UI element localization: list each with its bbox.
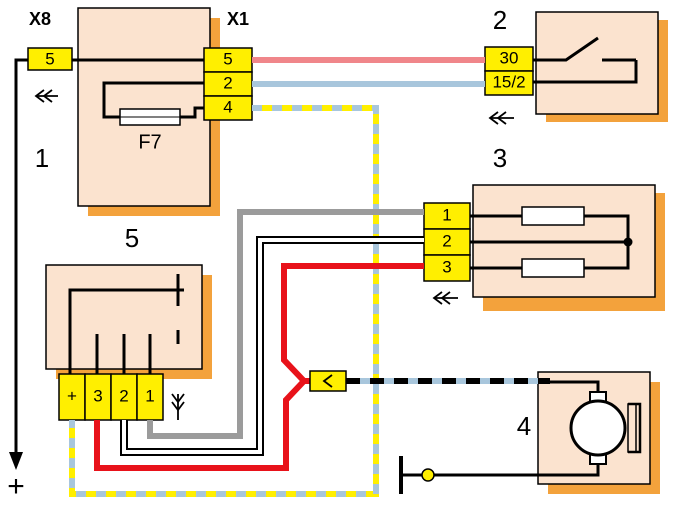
connector-resistor-pin <box>423 202 471 230</box>
resistor-unit: 3 <box>470 143 665 311</box>
connector-x1-pin <box>203 95 253 121</box>
mount-block-internal-wire <box>102 81 206 119</box>
connector-x1: X1 5 2 4 <box>203 9 253 121</box>
connector-fan-switch-pin-label: 2 <box>119 386 128 405</box>
connector-motor <box>309 370 347 392</box>
connector-fan-switch-pin-label: + <box>67 386 77 405</box>
switch-contact-icon <box>533 36 638 84</box>
fan-switch: 5 <box>45 223 212 379</box>
connector-switch-pin-label: 15/2 <box>492 72 525 91</box>
connector-x1-pin <box>203 47 253 73</box>
connector-fan-switch-pin <box>84 373 112 421</box>
connector-resistor: 1 2 3 <box>423 202 471 305</box>
connector-fan-switch-pin-label: 1 <box>145 386 154 405</box>
connector-switch: 30 15/2 <box>484 46 534 125</box>
resistor-icon <box>521 258 585 278</box>
connector-x1-pin-label: 5 <box>223 49 232 68</box>
connector-plug-icon <box>171 393 185 420</box>
connector-resistor-pin-label: 1 <box>442 205 451 224</box>
plus-label: + <box>7 470 25 503</box>
wire-yellow-blue <box>69 105 379 497</box>
connector-x8-label: X8 <box>29 9 51 29</box>
connector-resistor-pin-label: 2 <box>442 231 451 250</box>
fan-switch-contacts <box>68 274 184 376</box>
mount-block-internal-wire <box>180 106 206 119</box>
arrow-down-icon <box>9 452 23 470</box>
motor-icon <box>430 380 642 477</box>
connector-plug-icon <box>322 374 333 388</box>
ignition-switch-number: 2 <box>493 5 507 35</box>
connector-x1-pin-label: 2 <box>223 73 232 92</box>
connector-socket-icon <box>34 89 58 103</box>
ground-icon <box>399 456 435 494</box>
connector-fan-switch: + 3 2 1 <box>58 373 185 421</box>
connector-x8: X8 5 <box>27 9 73 103</box>
resistor-icon <box>521 206 585 226</box>
connector-resistor-pin-label: 3 <box>442 257 451 276</box>
fan-switch-number: 5 <box>125 223 139 253</box>
connector-socket-icon <box>488 111 514 125</box>
connector-motor-plug <box>309 370 347 392</box>
ignition-switch: 2 <box>493 5 668 122</box>
junction-dot <box>623 237 633 247</box>
fuse-label: F7 <box>138 131 161 153</box>
wire-white <box>120 236 424 456</box>
mount-block: F7 1 <box>35 7 220 216</box>
fan-motor-number: 4 <box>517 411 531 441</box>
connector-fan-switch-pin-label: 3 <box>93 386 102 405</box>
fan-motor: 4 <box>430 371 660 494</box>
connector-switch-pin <box>484 70 534 96</box>
connector-x1-pin-label: 4 <box>223 97 232 116</box>
mount-block-number: 1 <box>35 143 49 173</box>
connector-switch-pin-label: 30 <box>500 48 519 67</box>
wire-grey <box>147 209 424 439</box>
connector-x1-label: X1 <box>227 9 249 29</box>
connector-socket-icon <box>432 291 458 305</box>
resistor-unit-number: 3 <box>493 143 507 173</box>
mount-block-body <box>77 7 211 207</box>
supply-line: + <box>7 58 28 503</box>
ignition-switch-body <box>535 11 659 115</box>
connector-x8-pin-label: 5 <box>45 49 54 68</box>
connector-fan-switch-pin <box>136 373 164 421</box>
